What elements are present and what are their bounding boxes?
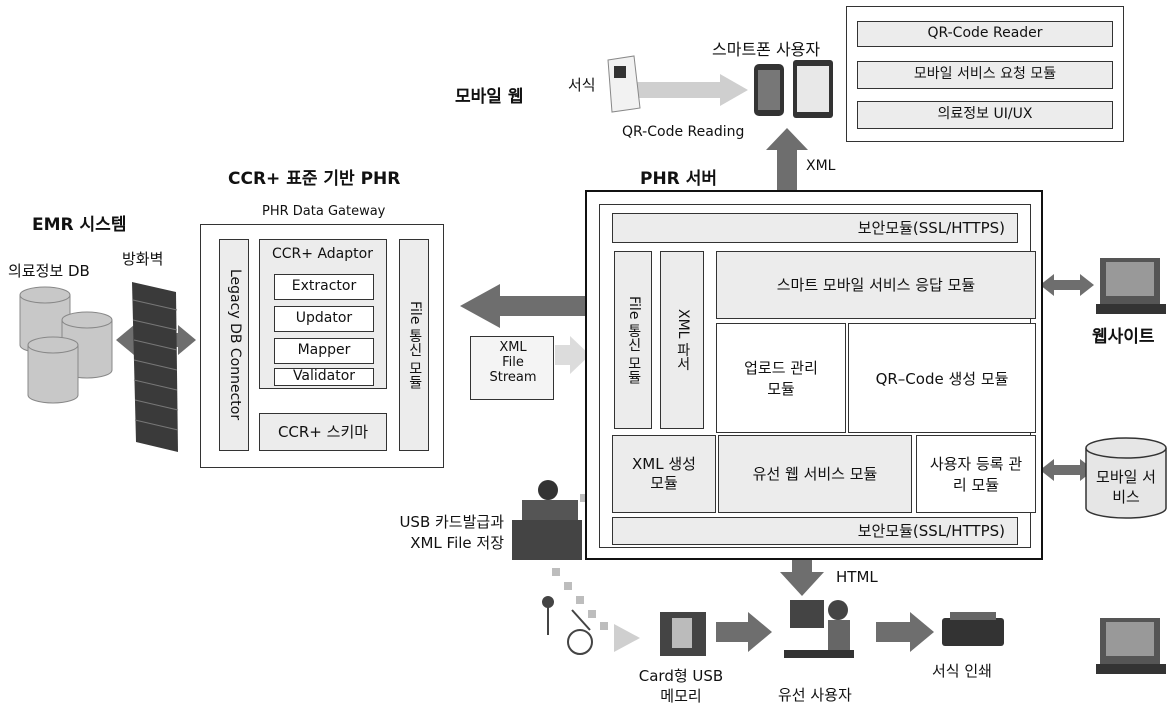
mapper-box: Mapper bbox=[274, 338, 374, 364]
stream-line-3: Stream bbox=[489, 369, 537, 385]
dotted-path-desk-card bbox=[552, 568, 640, 652]
smartphone-icon bbox=[754, 64, 784, 116]
tablet-icon bbox=[793, 60, 833, 118]
card-to-user-arrow bbox=[716, 612, 772, 652]
xml-double-arrow bbox=[766, 128, 808, 246]
print-label: 서식 인쇄 bbox=[932, 662, 992, 680]
ccr-adaptor-panel: CCR+ Adaptor Extractor Updator Mapper Va… bbox=[259, 239, 387, 389]
mobile-web-title: 모바일 웹 bbox=[455, 87, 524, 107]
phr-server-inner: 보안모듈(SSL/HTTPS) File 통신 모듈 XML 파서 스마트 모바… bbox=[599, 204, 1036, 548]
smart-mobile-response-module: 스마트 모바일 서비스 응답 모듈 bbox=[716, 251, 1036, 319]
usb-issue-label: USB 카드발급과 XML File 저장 bbox=[399, 513, 504, 552]
patient-wheelchair-icon bbox=[542, 596, 593, 655]
card-usb-label: Card형 USB 메모리 bbox=[638, 667, 724, 706]
upload-module: 업로드 관리 모듈 bbox=[716, 323, 846, 433]
html-label: HTML bbox=[836, 568, 878, 586]
website-label: 웹사이트 bbox=[1092, 327, 1155, 347]
medical-ui-module: 의료정보 UI/UX bbox=[857, 101, 1113, 129]
firewall-label: 방화벽 bbox=[122, 250, 164, 268]
qr-code-gen-module: QR–Code 생성 모듈 bbox=[848, 323, 1036, 433]
stream-line-1: XML bbox=[499, 340, 527, 355]
updator-box: Updator bbox=[274, 306, 374, 332]
form-qr-icon bbox=[607, 55, 641, 113]
gateway-file-comm: File 통신 모듈 bbox=[399, 239, 429, 451]
security-module-top: 보안모듈(SSL/HTTPS) bbox=[612, 213, 1018, 243]
db-cylinders-icon bbox=[19, 286, 113, 404]
mobile-request-module: 모바일 서비스 요청 모듈 bbox=[857, 61, 1113, 89]
card-usb-icon bbox=[660, 612, 706, 656]
user-reg-module: 사용자 등록 관리 모듈 bbox=[916, 435, 1036, 513]
firewall-icon bbox=[132, 282, 179, 452]
xml-label: XML bbox=[806, 158, 836, 174]
xml-file-stream: XML File Stream bbox=[470, 336, 554, 400]
website-computer-icon-2 bbox=[1096, 618, 1166, 674]
xml-gen-module: XML 생성 모듈 bbox=[612, 435, 716, 513]
adaptor-title: CCR+ Adaptor bbox=[272, 246, 373, 262]
db-label: 의료정보 DB bbox=[8, 262, 90, 280]
phr-server: 보안모듈(SSL/HTTPS) File 통신 모듈 XML 파서 스마트 모바… bbox=[585, 190, 1043, 560]
security-module-bottom: 보안모듈(SSL/HTTPS) bbox=[612, 517, 1018, 545]
qr-reader-module: QR-Code Reader bbox=[857, 21, 1113, 47]
server-to-gateway-arrow bbox=[460, 284, 590, 328]
emr-title: EMR 시스템 bbox=[32, 215, 127, 235]
website-double-arrow bbox=[1040, 274, 1094, 296]
wired-user-icon bbox=[784, 600, 854, 658]
smartphone-user-label: 스마트폰 사용자 bbox=[712, 40, 821, 59]
mobile-service-label: 모바일 서비스 bbox=[1096, 468, 1156, 506]
mobile-service-double-arrow bbox=[1040, 459, 1094, 481]
wired-user-label: 유선 사용자 bbox=[778, 686, 852, 704]
gateway-label: PHR Data Gateway bbox=[262, 204, 386, 219]
mobile-client-panel: QR-Code Reader 모바일 서비스 요청 모듈 의료정보 UI/UX bbox=[846, 6, 1124, 142]
phr-server-title: PHR 서버 bbox=[640, 169, 717, 189]
mobile-service-db-icon bbox=[1085, 437, 1167, 519]
user-to-print-arrow bbox=[876, 612, 934, 652]
extractor-box: Extractor bbox=[274, 274, 374, 300]
stream-line-2: File bbox=[502, 354, 524, 370]
ccr-title: CCR+ 표준 기반 PHR bbox=[228, 169, 401, 189]
ccr-schema-box: CCR+ 스키마 bbox=[259, 413, 387, 451]
qr-read-arrow bbox=[612, 74, 748, 106]
website-computer-icon bbox=[1096, 258, 1166, 314]
wired-web-module: 유선 웹 서비스 모듈 bbox=[718, 435, 912, 513]
stream-arrow bbox=[555, 336, 590, 374]
usb-desk-worker-icon bbox=[512, 480, 582, 560]
phr-data-gateway: Legacy DB Connector CCR+ Adaptor Extract… bbox=[200, 224, 444, 468]
xml-parser: XML 파서 bbox=[660, 251, 704, 429]
printer-icon bbox=[942, 612, 1004, 646]
legacy-db-connector: Legacy DB Connector bbox=[219, 239, 249, 451]
server-file-comm: File 통신 모듈 bbox=[614, 251, 652, 429]
form-label: 서식 bbox=[568, 76, 596, 94]
validator-box: Validator bbox=[274, 368, 374, 386]
qr-reading-label: QR-Code Reading bbox=[622, 124, 745, 140]
